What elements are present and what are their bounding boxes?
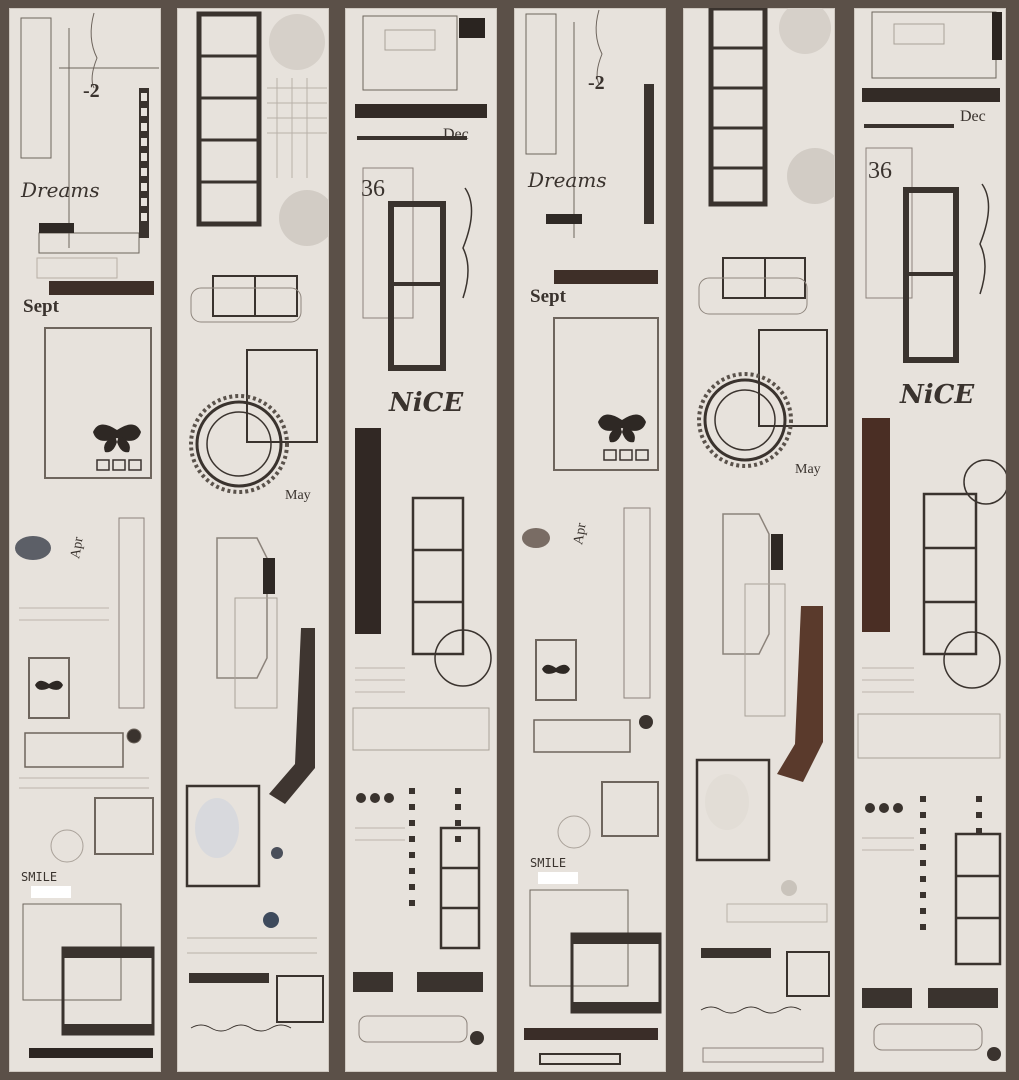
strip-badge-word: SMILE	[530, 856, 567, 870]
strip-script-word: Dreams	[528, 168, 607, 192]
strip-artwork	[15, 12, 159, 1058]
strip-month-label: May	[285, 488, 311, 503]
tape-strip-1: -2 Dreams Sept Apr SMILE	[9, 8, 161, 1072]
strip-month-label: Sept	[530, 286, 566, 307]
strip-month-label: May	[795, 462, 821, 477]
strip-artwork	[522, 9, 662, 1065]
tape-strip-2: May	[177, 8, 329, 1072]
strip-artwork	[695, 8, 835, 1063]
strip-script-word: Dreams	[21, 178, 100, 202]
strip-word: NiCE	[900, 380, 975, 410]
strip-number: 36	[361, 176, 385, 202]
tape-strip-5: May	[683, 8, 835, 1072]
strip-number: -2	[588, 72, 605, 94]
strip-word: NiCE	[389, 388, 464, 418]
tape-strip-6: 36 Dec NiCE	[854, 8, 1006, 1072]
tape-strip-4: -2 Dreams Sept Apr SMILE	[514, 8, 666, 1072]
strip-badge-word: SMILE	[21, 870, 58, 884]
strip-month-label: Dec	[443, 126, 469, 143]
strip-month-label: Sept	[23, 296, 59, 317]
strip-month-label: Dec	[960, 108, 986, 125]
strip-artwork	[857, 11, 1006, 1061]
strip-artwork	[352, 15, 492, 1045]
strip-artwork	[185, 11, 329, 1032]
strip-number: 36	[868, 158, 892, 184]
tape-strip-3: 36 Dec NiCE	[345, 8, 497, 1072]
strip-number: -2	[83, 80, 100, 102]
